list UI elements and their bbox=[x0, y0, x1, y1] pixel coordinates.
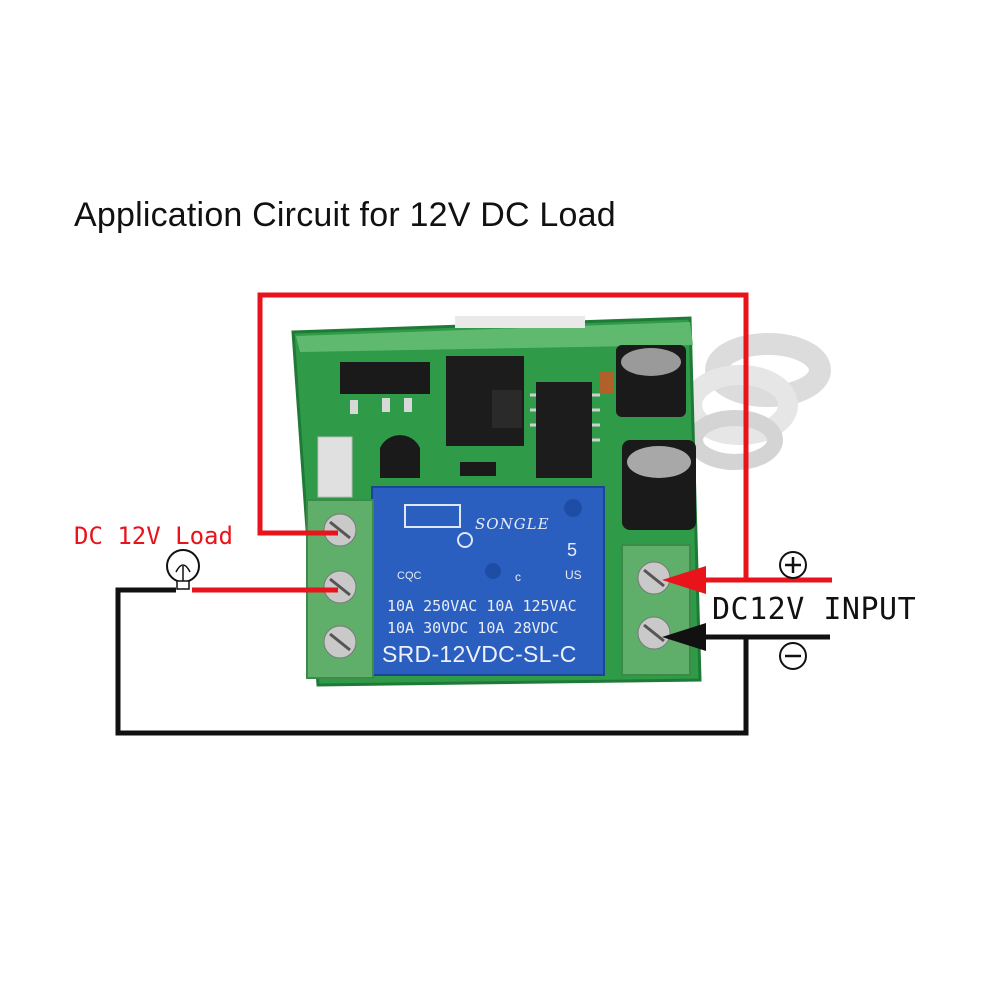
relay-digit: 5 bbox=[567, 540, 578, 560]
relay-rating-line1: 10A 250VAC 10A 125VAC bbox=[387, 597, 577, 615]
black-return-wire bbox=[115, 587, 749, 736]
load-label: DC 12V Load bbox=[74, 522, 233, 550]
relay-cqc-mark: CQC bbox=[397, 570, 422, 582]
capacitors bbox=[616, 345, 696, 530]
relay-brand: SONGLE bbox=[475, 515, 550, 533]
relay-model: SRD-12VDC-SL-C bbox=[382, 641, 577, 667]
negative-arrow-icon bbox=[662, 623, 706, 651]
minus-symbol-icon bbox=[779, 642, 807, 670]
header-pins bbox=[340, 362, 430, 414]
diagram-title: Application Circuit for 12V DC Load bbox=[74, 196, 616, 234]
input-label: DC12V INPUT bbox=[712, 592, 917, 627]
antenna-coil bbox=[682, 333, 831, 470]
wiring bbox=[115, 292, 832, 736]
red-loop-wire bbox=[257, 292, 749, 580]
relay-us-mark: US bbox=[565, 568, 582, 582]
relay bbox=[371, 486, 605, 676]
relay-rating-line2: 10A 30VDC 10A 28VDC bbox=[387, 619, 559, 637]
integrated-circuits bbox=[446, 356, 600, 478]
small-components bbox=[317, 372, 614, 498]
lightbulb-icon bbox=[166, 549, 200, 590]
positive-arrow-icon bbox=[662, 566, 706, 594]
relay-c-mark: c bbox=[515, 570, 521, 584]
power-terminal-block bbox=[621, 544, 691, 676]
plus-symbol-icon bbox=[779, 551, 807, 579]
